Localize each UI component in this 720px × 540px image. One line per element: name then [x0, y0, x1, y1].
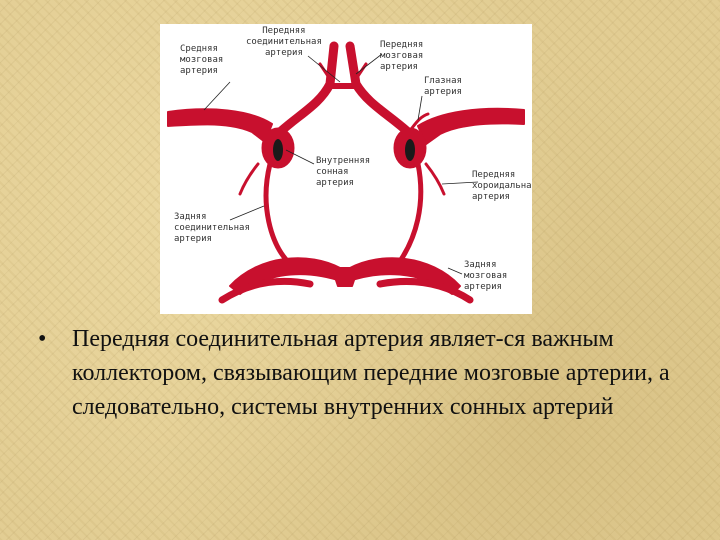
leader-middle-cerebral [203, 81, 231, 111]
leader-posterior-cerebral [447, 267, 463, 275]
right-posterior-communicating-artery [395, 161, 424, 267]
leader-posterior-communicating [229, 205, 265, 221]
right-choroidal-branch [424, 162, 446, 196]
label-anterior-choroidal: Передняя хороидальная артерия [472, 170, 532, 202]
leader-ophthalmic [417, 95, 423, 121]
small-branches [318, 62, 368, 78]
basilar-junction [331, 267, 359, 287]
label-middle-cerebral: Средняя мозговая артерия [180, 44, 224, 76]
leader-anterior-cerebral [355, 53, 383, 75]
ophthalmic-artery [410, 112, 430, 130]
label-internal-carotid: Внутренняя сонная артерия [316, 156, 371, 188]
leader-anterior-choroidal [441, 181, 479, 185]
left-choroidal-branch [238, 162, 260, 196]
left-lower-branch [218, 277, 314, 304]
leader-internal-carotid [285, 149, 315, 165]
bullet-item: • Передняя соединительная артерия являет… [38, 322, 688, 424]
bullet-marker: • [38, 326, 47, 352]
circle-of-willis-diagram: Средняя мозговая артерия Передняя соедин… [160, 24, 532, 314]
leader-anterior-communicating [307, 55, 341, 83]
bullet-text: Передняя соединительная артерия являет-с… [72, 326, 670, 420]
label-anterior-cerebral: Передняя мозговая артерия [380, 40, 424, 72]
arteries-illustration [167, 41, 525, 304]
left-posterior-communicating-artery [263, 161, 293, 267]
label-anterior-communicating: Передняя соединительная артерия [246, 26, 322, 58]
right-middle-cerebral-artery [417, 107, 525, 145]
right-lower-branch [376, 277, 474, 304]
label-posterior-communicating: Задняя соединительная артерия [174, 212, 250, 244]
label-ophthalmic: Глазная артерия [424, 76, 462, 97]
left-middle-cerebral-artery [167, 108, 273, 143]
label-posterior-cerebral: Задняя мозговая артерия [464, 260, 508, 292]
